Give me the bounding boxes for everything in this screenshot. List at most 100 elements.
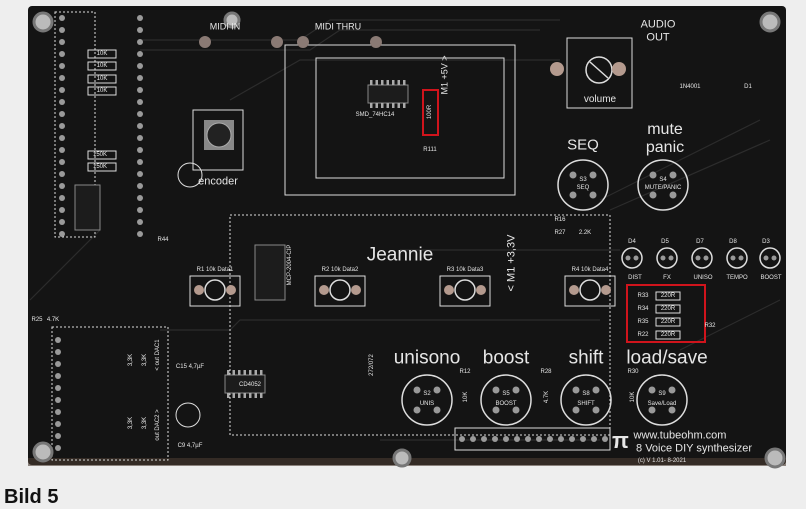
button-pad [648,406,656,414]
ic-pin [260,393,263,398]
r-left-6: 150K [92,164,108,170]
button-pad [668,406,676,414]
pin [137,195,143,201]
c15-label: C15 4,7µF [175,364,205,370]
pin [137,183,143,189]
encoder-label: encoder [198,175,238,188]
jeannie-outline [229,214,611,436]
pin [137,75,143,81]
push-button [480,374,532,426]
pin [492,436,498,442]
s8-ref: S8 [582,391,590,397]
pot-pad [226,285,236,295]
ic-pin [397,103,400,108]
s3-ref: S3 [579,177,587,183]
dac-module-outline [51,326,169,461]
button-pad [592,386,600,394]
pin [59,87,65,93]
pin [602,436,608,442]
button-pad [569,191,577,199]
pin [470,436,476,442]
r25-value: 4.7K [46,317,60,323]
push-button [560,374,612,426]
ic-pin [238,393,241,398]
push-button [637,159,689,211]
s9-silk: Save/Load [647,401,677,407]
r35-value: 220R [660,319,676,325]
seq-label: SEQ [567,136,599,154]
jeannie-label: Jeannie [366,244,434,266]
encoder-outline [192,109,244,171]
r8-value: 3,3K [142,416,148,430]
led-pad [668,255,674,261]
pin [59,111,65,117]
r-left-3: 10K [96,76,108,82]
unisono-label: unisono [393,347,461,369]
led-pad [625,255,631,261]
pin [59,15,65,21]
pot-outline [314,275,366,307]
s4-silk: MUTE/PANIC [644,185,682,191]
pin [547,436,553,442]
ic-pin [260,370,263,375]
pot-pad [601,285,611,295]
ic-pin [227,393,230,398]
pin [137,147,143,153]
ic-pin [370,80,373,85]
led-uniso-label: UNISO [693,275,713,281]
pin [137,135,143,141]
ic-pin [386,103,389,108]
button-pad [589,191,597,199]
ic-pin [243,370,246,375]
button-pad [572,406,580,414]
midi-thru-label: MIDI THRU [314,21,362,32]
pin [459,436,465,442]
pin [137,63,143,69]
dac1-label: < out DAC1 [155,339,161,371]
pin [137,219,143,225]
led [621,247,643,269]
pot-pad [351,285,361,295]
ic-pin [403,103,406,108]
r-left-5: 150K [92,152,108,158]
pin [59,63,65,69]
button-pad [413,406,421,414]
out-label: OUT [646,31,670,44]
ic [254,244,286,301]
pin [55,337,61,343]
pot-pad [569,285,579,295]
r22-value: 220R [660,332,676,338]
trim-pot [579,279,601,301]
pin [137,15,143,21]
led [656,247,678,269]
pin [59,147,65,153]
pin [55,349,61,355]
pin [137,51,143,57]
r27-label: R27 [554,230,566,236]
r30-label: R30 [627,369,639,375]
ic-pin [254,393,257,398]
resistor [655,304,681,314]
d7-ref: D7 [696,239,704,245]
m1-inner-outline [315,57,505,179]
button-pad [569,171,577,179]
resistor [87,61,117,71]
r28-value: 4.7K [544,390,550,404]
ic-mcp-label: MCP-2004-CIP [287,244,293,286]
button-pad [669,171,677,179]
r32-label: R32 [704,323,716,329]
pin [59,135,65,141]
ic-pin [392,80,395,85]
encoder-shaft [206,122,232,148]
r34-ref: R34 [637,306,649,312]
button-pad [649,171,657,179]
ic-pin [238,370,241,375]
led-boost-label: BOOST [760,275,782,281]
s2-ref: S2 [423,391,431,397]
led-pad [763,255,769,261]
ic [367,84,409,104]
load-save-label: load/save [626,347,708,369]
midi-jack-holes [199,36,382,48]
pin [55,385,61,391]
